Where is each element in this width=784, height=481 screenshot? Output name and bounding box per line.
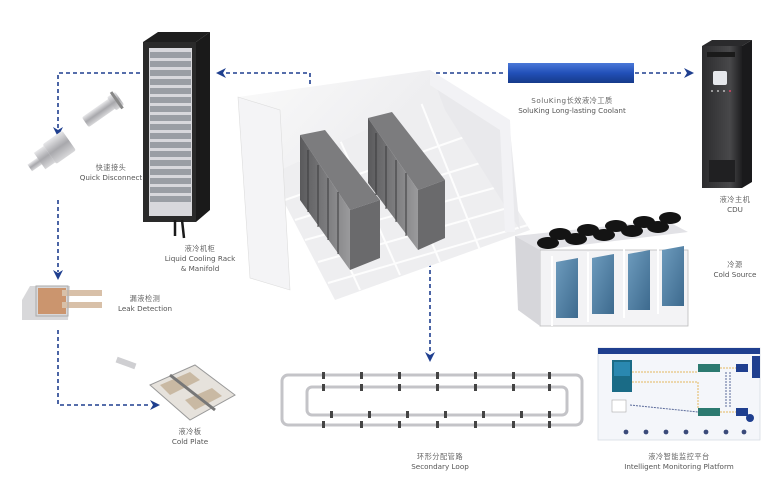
label-zh: 快速接头	[95, 163, 127, 172]
cdu-cabinet-icon	[702, 40, 752, 188]
label-en: Intelligent Monitoring Platform	[624, 462, 734, 471]
label-zh: 液冷主机	[719, 195, 751, 204]
flow-leak-to-coldplate	[57, 330, 150, 406]
label-zh: 液冷板	[178, 427, 202, 436]
label-en: Quick Disconnect	[79, 173, 143, 182]
label-en: & Manifold	[180, 264, 220, 273]
label-quick-disconnect: 快速接头 Quick Disconnect	[66, 163, 156, 183]
label-en: Leak Detection	[117, 304, 173, 313]
label-zh: SoluKing长效液冷工质	[531, 96, 613, 105]
label-cdu: 液冷主机 CDU	[705, 195, 765, 215]
leak-detection-module-icon	[22, 285, 102, 320]
arrowhead-right-icon	[150, 400, 160, 410]
ring-pipe-loop-icon	[280, 372, 584, 428]
arrow-heads	[53, 68, 694, 410]
label-monitoring-platform: 液冷智能监控平台 Intelligent Monitoring Platform	[614, 452, 744, 472]
label-secondary-loop: 环形分配管路 Secondary Loop	[400, 452, 480, 472]
label-liquid-cooling-rack: 液冷机柜 Liquid Cooling Rack & Manifold	[160, 244, 240, 274]
label-en: CDU	[727, 205, 743, 214]
server-rack-icon	[143, 32, 210, 239]
label-leak-detection: 漏液检测 Leak Detection	[105, 294, 185, 314]
data-center-room-icon	[237, 70, 530, 300]
dry-cooler-icon	[515, 212, 689, 327]
label-en: Secondary Loop	[411, 462, 469, 471]
label-zh: 漏液检测	[129, 294, 161, 303]
monitoring-dashboard-icon	[597, 347, 761, 441]
label-zh: 环形分配管路	[416, 452, 464, 461]
quick-disconnect-coupling-icon	[27, 91, 124, 172]
label-coolant: SoluKing长效液冷工质 SoluKing Long-lasting Coo…	[510, 96, 634, 116]
arrowhead-right-icon	[684, 68, 694, 78]
label-en: SoluKing Long-lasting Coolant	[518, 106, 626, 115]
arrowhead-down-icon	[53, 270, 63, 280]
cold-plate-icon	[115, 356, 236, 421]
label-zh: 液冷智能监控平台	[648, 452, 710, 461]
label-cold-plate: 液冷板 Cold Plate	[160, 427, 220, 447]
label-en: Cold Source	[713, 270, 757, 279]
arrowhead-left-icon	[216, 68, 226, 78]
arrowhead-down-icon	[53, 127, 63, 137]
label-en: Liquid Cooling Rack	[164, 254, 236, 263]
arrowhead-down-icon	[425, 352, 435, 362]
label-cold-source: 冷源 Cold Source	[700, 260, 770, 280]
coolant-pipe-icon	[508, 63, 634, 83]
label-zh: 液冷机柜	[184, 244, 216, 253]
label-en: Cold Plate	[171, 437, 209, 446]
label-zh: 冷源	[727, 260, 743, 269]
